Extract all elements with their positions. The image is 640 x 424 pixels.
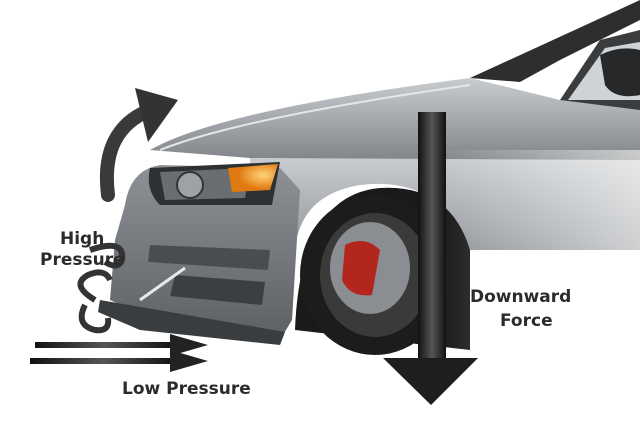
swirl-lower <box>78 303 112 334</box>
airflow <box>30 88 208 372</box>
low-pressure-label: Low Pressure <box>122 379 251 399</box>
car-body <box>98 0 640 370</box>
high-pressure-label-line2: Pressure <box>40 250 125 270</box>
downforce-arrow <box>383 112 478 405</box>
upflow-arrowhead <box>135 88 178 142</box>
pressure-pointer-line <box>139 266 186 302</box>
downward-force-label-line1: Downward <box>470 287 571 307</box>
downward-force-label-line2: Force <box>500 311 553 331</box>
upflow-arrow-shaft <box>100 103 157 202</box>
swirl-mid <box>77 269 113 303</box>
low-pressure-arrows <box>30 334 208 372</box>
swirl-upper <box>89 242 126 269</box>
high-pressure-label-line1: High <box>60 229 104 249</box>
